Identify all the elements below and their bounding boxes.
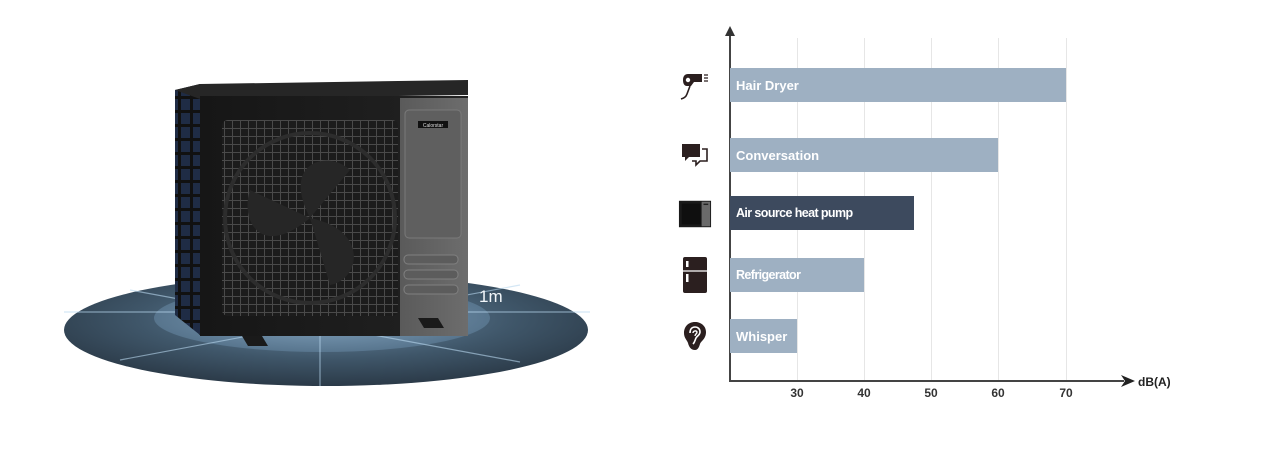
bar-whisper: Whisper [730,319,797,353]
heat-pump-icon [678,197,712,231]
bar-label: Whisper [736,328,788,344]
side-fins [175,84,200,335]
distance-label: 1m [479,287,503,306]
x-tick-60: 60 [991,386,1005,400]
noise-level-chart: Hair Dryer Conversation Air source heat … [640,0,1280,469]
heat-pump-illustration: Calorstar 1m [0,0,640,469]
svg-text:Calorstar: Calorstar [423,123,444,129]
refrigerator-icon [678,257,712,293]
gridline-50 [931,38,932,380]
bar-air-source-heat-pump: Air source heat pump [730,196,914,230]
gridline-60 [998,38,999,380]
bar-conversation: Conversation [730,138,998,172]
gridline-70 [1066,38,1067,380]
brand-badge [418,121,448,128]
x-tick-40: 40 [857,386,871,400]
ear-icon [678,319,712,353]
bar-refrigerator: Refrigerator [730,258,864,292]
bar-label: Hair Dryer [736,77,799,93]
bar-hair-dryer: Hair Dryer [730,68,1066,102]
x-axis-label: dB(A) [1138,375,1171,389]
bar-label: Refrigerator [736,268,801,282]
bar-label: Air source heat pump [736,206,853,220]
hair-dryer-icon [678,69,712,103]
heat-pump-image: Calorstar [64,80,590,386]
x-tick-70: 70 [1059,386,1073,400]
x-axis [729,375,1135,387]
bar-label: Conversation [736,147,820,163]
x-tick-50: 50 [924,386,938,400]
x-tick-30: 30 [790,386,804,400]
chat-bubbles-icon [678,138,712,172]
